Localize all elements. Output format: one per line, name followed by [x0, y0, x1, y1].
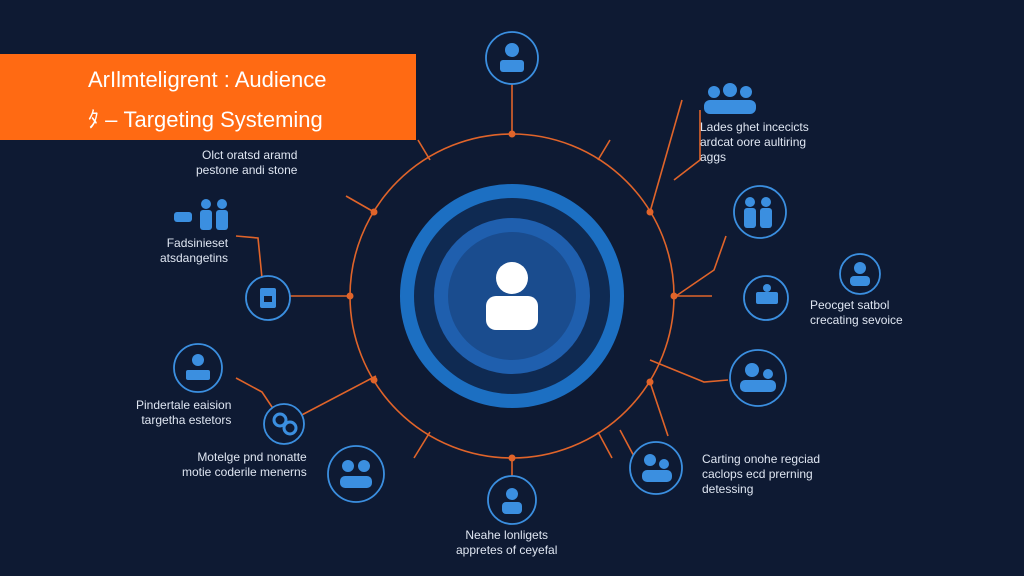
label-bottom-center: Neahe lonligets appretes of ceyefal: [456, 528, 557, 558]
label-line: aggs: [700, 150, 727, 164]
label-line: Fadsinieset: [166, 236, 229, 250]
label-line: ardcat oore aultiring: [700, 135, 807, 149]
title-line-2: ﾀ – Targeting Systeming: [88, 107, 323, 132]
label-right-middle: Peocget satbol crecating sevoice: [810, 298, 903, 328]
label-line: Peocget satbol: [810, 298, 890, 312]
label-line: targetha estetors: [141, 413, 232, 427]
label-line: Olct oratsd aramd: [202, 148, 298, 162]
id-card-icon: [186, 354, 210, 380]
group-icon: [704, 83, 756, 114]
group-icon: [340, 460, 372, 488]
label-bottom-right: Carting onohe regciad caclops ecd prerni…: [702, 452, 820, 497]
label-top-left: Olct oratsd aramd pestone andi stone: [196, 148, 297, 178]
group-icon: [642, 454, 672, 482]
label-line: detessing: [702, 482, 754, 496]
title-line-1: ArIlmteligrent : Audience: [88, 67, 327, 92]
title-banner: ArIlmteligrent : Audience ﾀ – Targeting …: [0, 54, 416, 140]
label-line: Lades ghet incecicts: [700, 120, 809, 134]
group-icon: [740, 363, 776, 392]
label-top-right: Lades ghet incecicts ardcat oore aultiri…: [700, 120, 809, 165]
user-card-icon: [500, 43, 524, 72]
people-icon: [174, 199, 228, 230]
user-icon: [850, 262, 870, 286]
people-icon: [744, 197, 772, 228]
label-line: motie coderile menerns: [182, 465, 307, 479]
label-line: Pindertale eaision: [136, 398, 232, 412]
connector-dots: [346, 130, 678, 462]
label-left-lower: Pindertale eaision targetha estetors: [136, 398, 231, 428]
central-hub: [400, 184, 624, 408]
label-line: crecating sevoice: [810, 313, 903, 327]
label-line: Neahe lonligets: [465, 528, 549, 542]
id-card-icon: [756, 284, 778, 304]
label-bottom-left: Motelge pnd nonatte motie coderile mener…: [182, 450, 307, 480]
label-line: atsdangetins: [160, 251, 229, 265]
label-line: pestone andi stone: [196, 163, 298, 177]
label-line: Carting onohe regciad: [702, 452, 821, 466]
label-line: Motelge pnd nonatte: [197, 450, 307, 464]
link-icon: [272, 412, 298, 436]
user-icon: [502, 488, 522, 514]
label-line: caclops ecd prerning: [702, 467, 813, 481]
label-line: appretes of ceyefal: [456, 543, 558, 557]
id-card-icon: [260, 288, 276, 308]
label-left-upper: Fadsinieset atsdangetins: [160, 236, 228, 266]
center-user-icon: [486, 262, 538, 330]
